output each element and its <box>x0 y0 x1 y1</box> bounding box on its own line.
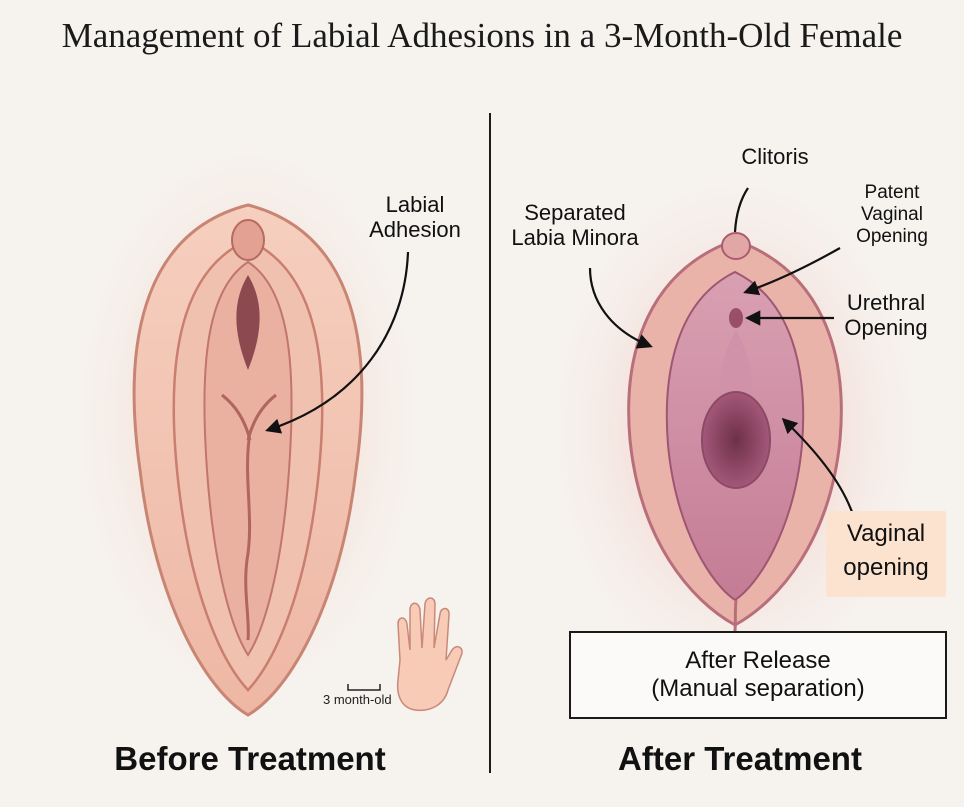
urethral-line1: Urethral <box>836 290 936 315</box>
vaginal-opening-label: Vaginal opening <box>826 520 946 581</box>
labial-adhesion-line1: Labial <box>360 192 470 217</box>
clitoris-label: Clitoris <box>725 144 825 169</box>
scale-label: 3 month-old <box>323 692 392 707</box>
patent-line3: Opening <box>842 226 942 248</box>
release-line2: (Manual separation) <box>651 675 864 703</box>
after-release-box: After Release (Manual separation) <box>569 631 947 719</box>
urethral-line2: Opening <box>836 315 936 340</box>
separated-labia-label: Separated Labia Minora <box>510 200 640 251</box>
patent-line2: Vaginal <box>842 204 942 226</box>
vaginal-line2: opening <box>826 554 946 582</box>
vaginal-line1: Vaginal <box>826 520 946 548</box>
separated-line1: Separated <box>510 200 640 225</box>
release-line1: After Release <box>685 647 830 675</box>
infant-hand-icon <box>398 598 462 710</box>
urethral-opening-label: Urethral Opening <box>836 290 936 341</box>
after-caption: After Treatment <box>560 740 920 778</box>
before-caption: Before Treatment <box>80 740 420 778</box>
separated-line2: Labia Minora <box>510 225 640 250</box>
patent-vaginal-label: Patent Vaginal Opening <box>842 182 942 248</box>
labial-adhesion-label: Labial Adhesion <box>360 192 470 243</box>
labial-adhesion-line2: Adhesion <box>360 217 470 242</box>
patent-line1: Patent <box>842 182 942 204</box>
